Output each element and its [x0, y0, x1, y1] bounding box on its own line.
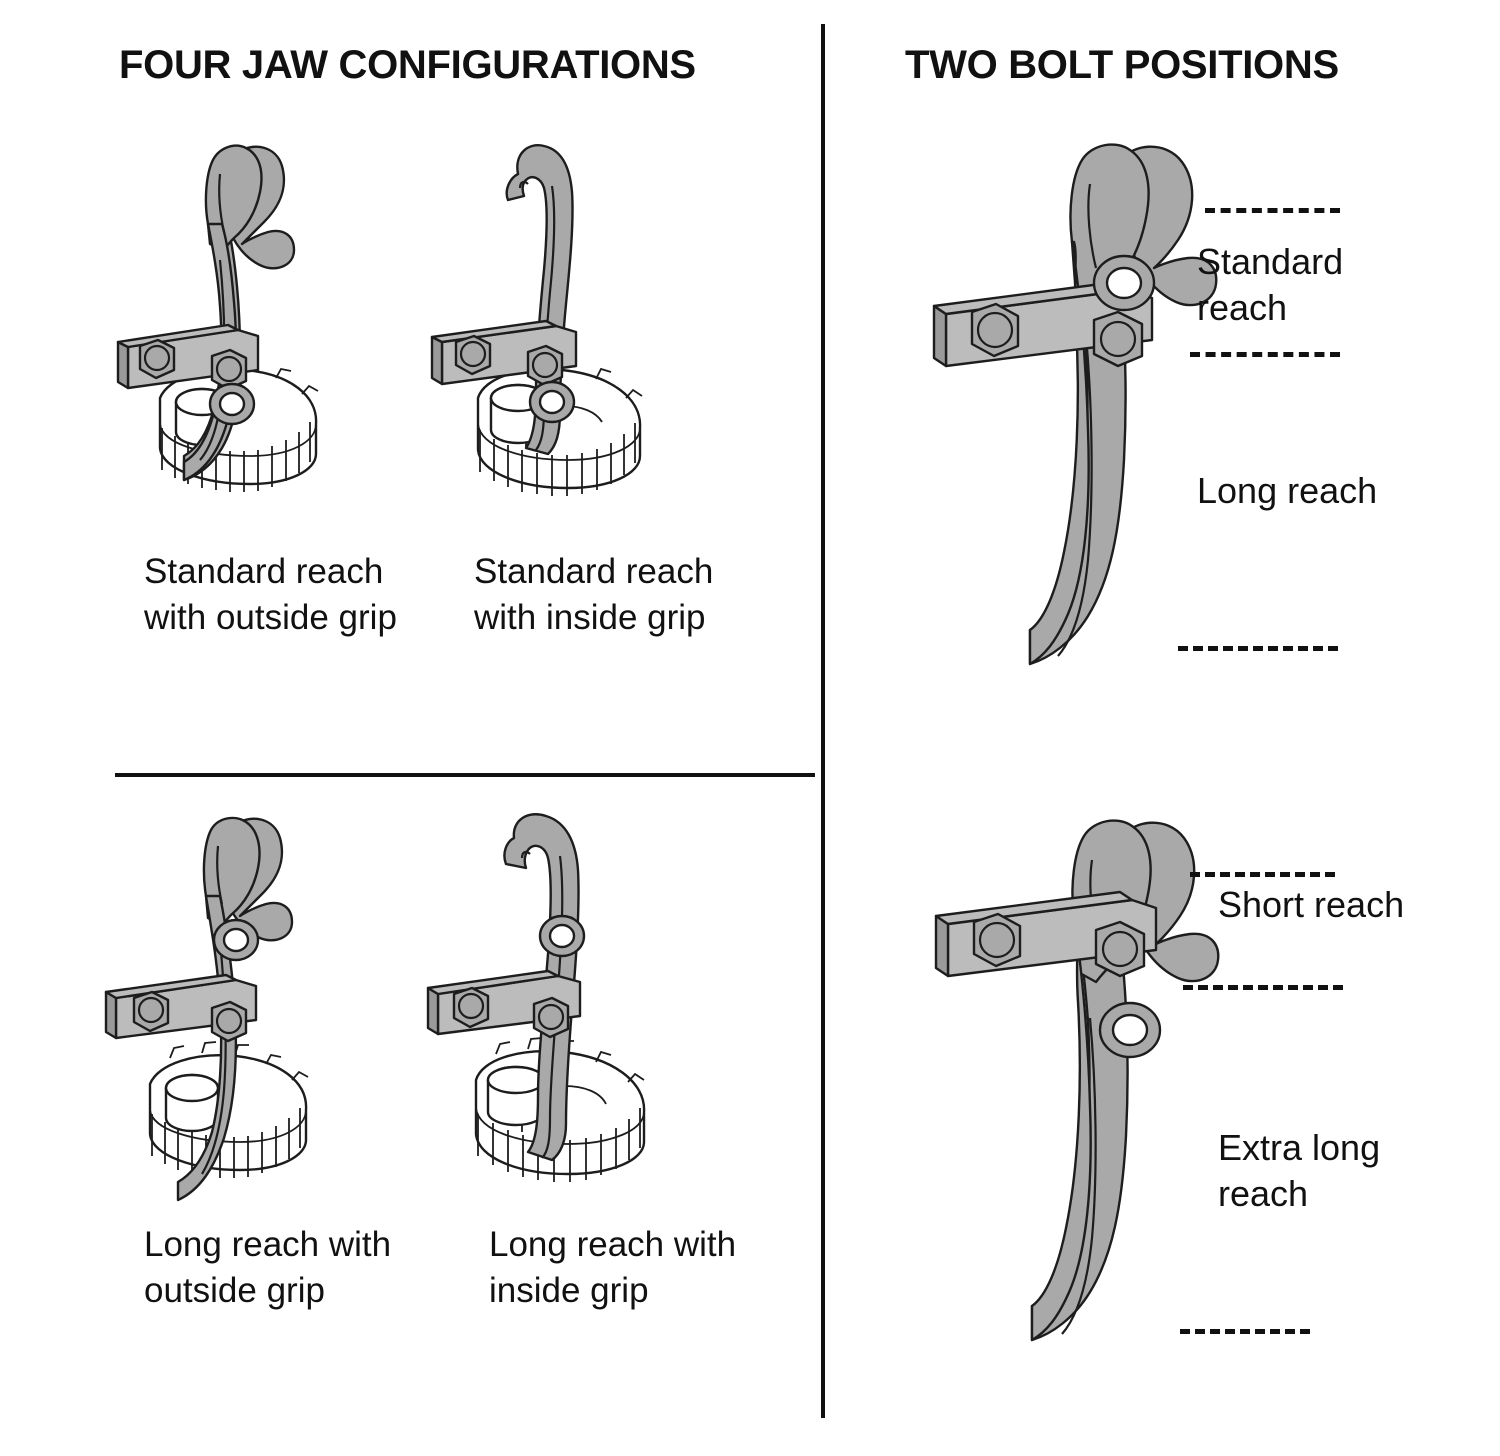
- hex-bolt-icon: [454, 334, 492, 376]
- hex-bolt-icon: [526, 344, 564, 387]
- hex-bolt-icon: [132, 990, 170, 1033]
- hex-bolt-icon: [972, 912, 1022, 968]
- caption-long-outside: Long reach with outside grip: [144, 1225, 392, 1310]
- figure-upper-bolt-position: [930, 140, 1260, 670]
- hex-bolt-icon: [138, 338, 176, 380]
- label-standard-reach: Standard reach: [1197, 241, 1344, 329]
- label-long-reach: Long reach: [1197, 470, 1378, 511]
- dashed-leader-line-icon: [1190, 872, 1335, 877]
- pivot-hole-icon: [1098, 1001, 1162, 1059]
- pivot-hole-icon: [212, 918, 260, 962]
- vertical-divider: [821, 24, 825, 1418]
- right-panel-title: TWO BOLT POSITIONS: [905, 43, 1339, 87]
- hex-bolt-icon: [1094, 920, 1146, 978]
- pivot-hole-icon: [208, 382, 256, 426]
- figure-long-inside: [426, 812, 760, 1212]
- pivot-hole-icon: [1092, 254, 1156, 312]
- wrench-jaw-icon: [503, 813, 580, 1162]
- label-extra-long-reach: Extra long reach: [1218, 1127, 1381, 1215]
- hex-bolt-icon: [452, 986, 490, 1029]
- dashed-leader-line-icon: [1180, 1329, 1310, 1334]
- caption-long-inside: Long reach with inside grip: [489, 1225, 737, 1310]
- wrench-jaw-icon: [1028, 143, 1218, 666]
- pivot-hole-icon: [528, 380, 576, 424]
- dashed-leader-line-icon: [1190, 352, 1340, 357]
- hex-bolt-icon: [970, 302, 1020, 358]
- caption-standard-inside: Standard reach with inside grip: [474, 552, 714, 637]
- wrench-jaw-icon: [176, 816, 294, 1202]
- hex-bolt-icon: [210, 348, 248, 391]
- caption-standard-outside: Standard reach with outside grip: [144, 552, 397, 637]
- dashed-leader-line-icon: [1183, 985, 1343, 990]
- figure-lower-bolt-position: [934, 819, 1270, 1350]
- hex-bolt-icon: [1092, 310, 1144, 368]
- pivot-hole-icon: [538, 914, 586, 958]
- figure-long-outside: [104, 812, 420, 1212]
- hex-bolt-icon: [210, 1000, 248, 1043]
- figure-standard-inside: [430, 140, 750, 520]
- dashed-leader-line-icon: [1178, 646, 1338, 651]
- dashed-leader-line-icon: [1205, 208, 1340, 213]
- figure-standard-outside: [116, 140, 420, 520]
- label-short-reach: Short reach: [1218, 884, 1405, 925]
- horizontal-divider: [115, 773, 815, 777]
- hex-bolt-icon: [532, 996, 570, 1039]
- left-panel-title: FOUR JAW CONFIGURATIONS: [119, 43, 696, 87]
